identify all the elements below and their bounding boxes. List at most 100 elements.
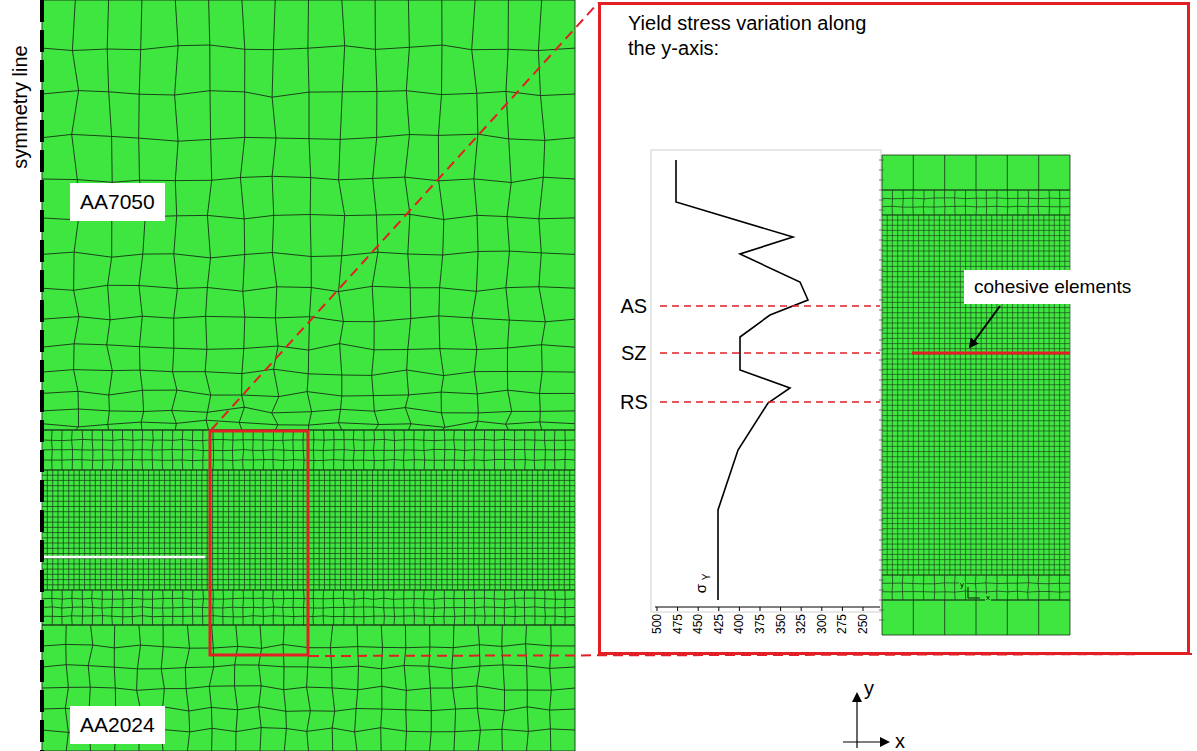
edge-tick [879,500,884,501]
axis-tick [739,607,740,611]
mesh-grid [882,600,1070,635]
axis-subscript: Y [702,574,712,581]
tick-label: 500 [651,614,663,634]
edge-tick [879,200,884,201]
axis-name: y [959,581,965,589]
edge-tick [879,250,884,251]
axis-name: x [895,731,905,751]
axis-tick [698,607,699,611]
edge-tick [879,320,884,321]
axis-arrow [843,741,888,742]
tick-label: 375 [754,614,766,634]
axis-triad [967,587,968,598]
panel-title: Yield stress variation along the y-axis: [628,11,878,61]
edge-tick [879,620,884,621]
edge-tick [879,260,884,261]
axis-triad [968,597,980,598]
yield-curve [676,160,808,600]
edge-tick [879,520,884,521]
edge-tick [879,160,884,161]
edge-tick [879,330,884,331]
edge-tick [879,220,884,221]
edge-tick [879,420,884,421]
edge-tick [879,360,884,361]
edge-tick [879,490,884,491]
panel-ground [599,3,1189,654]
axis-tick [842,607,843,611]
zone-line [660,305,880,307]
mesh-grid [882,215,1070,575]
edge-tick [879,580,884,581]
crack-line [44,556,205,559]
edge-tick [879,440,884,441]
edge-tick [879,600,884,601]
edge-tick [879,390,884,391]
label-box: AA2024 [70,706,165,744]
edge-tick [879,550,884,551]
mesh-grid [882,155,1070,190]
edge-tick [879,180,884,181]
chart-frame [651,150,881,612]
mesh-grid [42,0,575,430]
tick-label: 300 [816,614,828,634]
edge-tick [879,240,884,241]
cohesive-line [912,352,1070,355]
edge-tick [879,380,884,381]
zone-line [660,352,880,354]
axis-arrow [856,694,857,748]
axis-tick [780,607,781,611]
axis-symbol: σ [693,583,708,592]
edge-tick [879,350,884,351]
edge-tick [879,540,884,541]
box-label: AA2024 [80,712,155,738]
edge-tick [879,170,884,171]
edge-tick [879,460,884,461]
tick-label: 250 [857,614,869,634]
zone-label: RS [620,392,648,412]
axis-tick [677,607,678,611]
mesh-grid [882,190,1070,215]
edge-tick [879,590,884,591]
edge-tick [879,410,884,411]
axis-name: y [864,678,874,698]
axis-tick [801,607,802,611]
symmetry-line [40,0,44,751]
axis-name: x [985,594,991,602]
tick-label: 400 [733,614,745,634]
box-label: cohesive elements [974,275,1131,299]
edge-tick [879,300,884,301]
zone-line [660,401,880,403]
edge-tick [879,190,884,191]
edge-tick [879,340,884,341]
zone-label: AS [621,296,648,316]
edge-tick [879,560,884,561]
edge-tick [879,400,884,401]
tick-label: 450 [692,614,704,634]
label-box: cohesive elements [964,270,1141,304]
zone-label: SZ [621,343,647,363]
edge-tick [879,280,884,281]
mesh-ground [42,0,575,751]
edge-tick [879,610,884,611]
edge-tick [879,310,884,311]
axis-tick [821,607,822,611]
axis-tick [718,607,719,611]
edge-tick [879,370,884,371]
edge-tick [879,510,884,511]
mesh-grid [882,575,1070,600]
axis-tick [760,607,761,611]
tick-label: 350 [775,614,787,634]
leader-arrow [970,306,1000,347]
label-box: AA7050 [70,183,165,221]
zoom-frame [210,431,308,655]
edge-tick [879,480,884,481]
edge-tick [879,570,884,571]
edge-tick [879,230,884,231]
axis-label: symmetry line [9,45,29,168]
tick-label: 475 [672,614,684,634]
axis-tick [863,607,864,611]
zoom-panel: Yield stress variation along the y-axis:… [598,2,1190,655]
edge-tick [879,430,884,431]
mesh-ground [882,155,1070,635]
